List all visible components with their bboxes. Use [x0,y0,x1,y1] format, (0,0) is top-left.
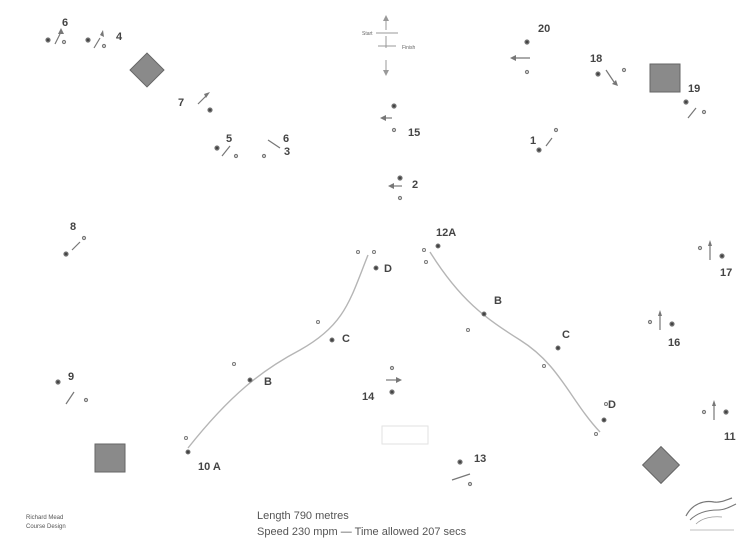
direction-arrows [58,28,716,406]
course-speed-time: Speed 230 mpm — Time allowed 207 secs [257,526,467,538]
bending-line-10 [187,254,369,449]
fence-label-8: 8 [70,221,76,233]
start-finish-legend: Start Finish [362,15,416,76]
fence-label-5: 5 [226,133,232,145]
fence-label-18: 18 [590,53,602,65]
designer-role: Course Design [26,524,66,530]
course-length: Length 790 metres [257,510,349,522]
fence-label-4: 4 [116,31,123,43]
start-label: Start [362,31,373,37]
fence-label-7: 7 [178,97,184,109]
fence-label-12a: 12A [436,227,456,239]
fence-label-1: 1 [530,135,536,147]
fence-label-10b: B [264,376,272,388]
horse-logo-icon [685,497,737,531]
finish-label: Finish [402,45,416,51]
obstacle-square [641,445,681,485]
fence-label-12d: D [608,399,616,411]
designer-name: Richard Mead [26,515,64,521]
fence-label-6b: 6 [283,133,289,145]
fence-label-13: 13 [474,453,486,465]
fence-label-2: 2 [412,179,418,191]
fence-label-3: 3 [284,146,290,158]
fence-label-20: 20 [538,23,550,35]
fence-label-15: 11 [724,431,736,443]
fence-label-10c: C [342,333,350,345]
fence-label-10a: 10 A [198,461,221,473]
outline-box [381,425,429,445]
bending-line-markers [184,243,608,455]
course-designer: Richard Mead Course Design [26,514,96,532]
fence-label-11: 15 [408,127,420,139]
fence-label-17: 17 [720,267,732,279]
fence-label-16: 16 [668,337,680,349]
obstacle-square [94,443,126,473]
fence-label-6: 6 [62,17,68,29]
bending-line-12 [429,251,601,433]
fence-label-9: 9 [68,371,74,383]
fence-label-12b: B [494,295,502,307]
obstacle-square [649,63,681,93]
fence-label-14: 14 [362,391,375,403]
obstacle-square [129,52,165,88]
fence-label-19: 19 [688,83,700,95]
fence-label-10d: D [384,263,392,275]
fence-label-12c: C [562,329,570,341]
fence-symbol [45,33,729,487]
